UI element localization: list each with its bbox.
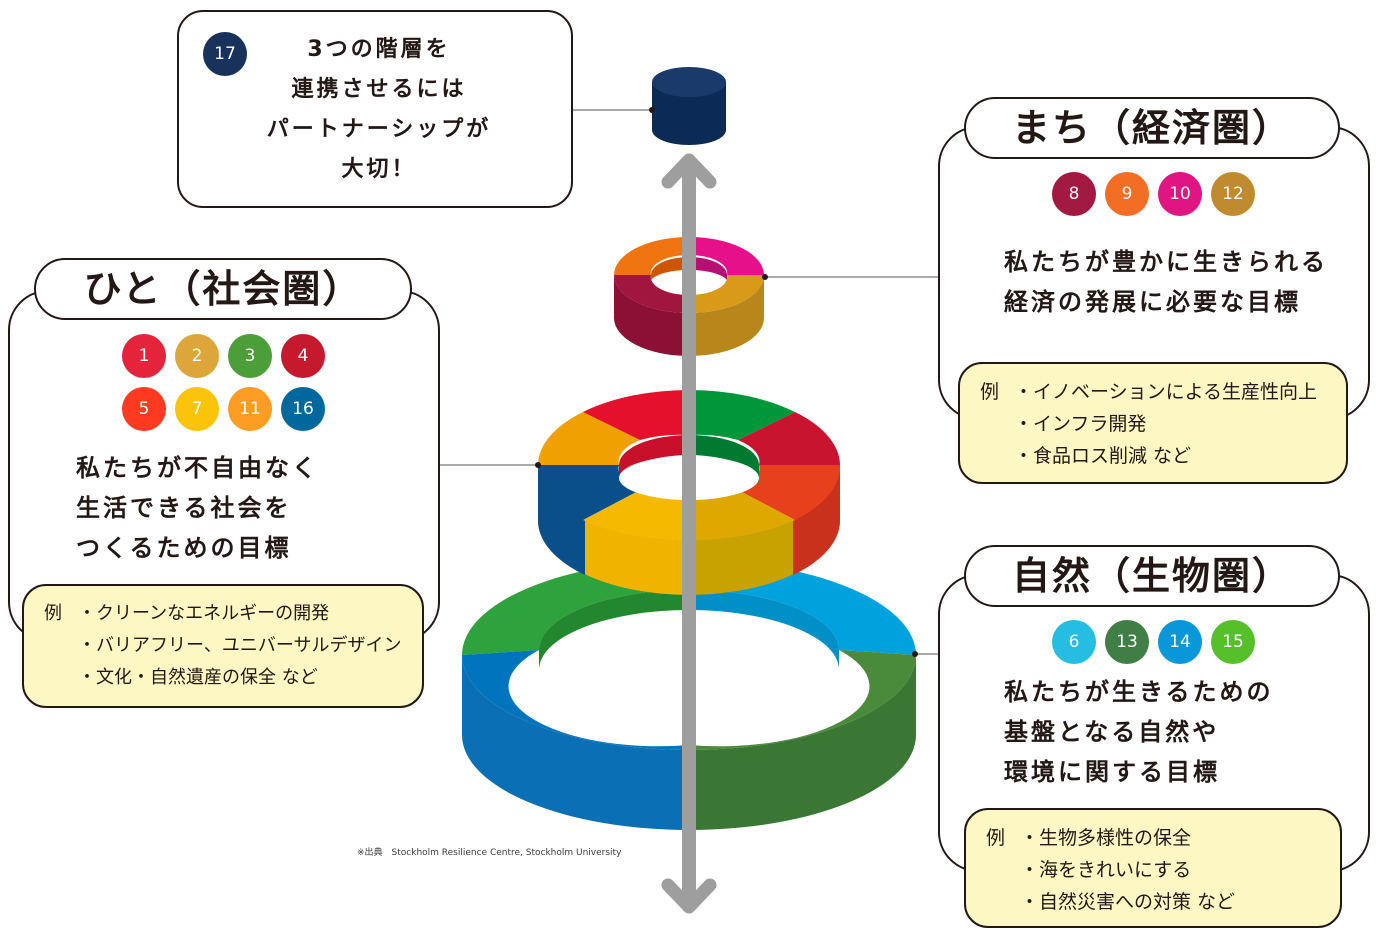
goal-badge-1: 1 — [122, 334, 166, 378]
society-example-3: ・文化・自然遺産の保全 など — [78, 667, 318, 688]
economy-heading: 私たちが豊かに生きられる 経済の発展に必要な目標 — [1004, 242, 1328, 322]
economy-title: まち（経済圏） — [964, 97, 1340, 159]
goal-badge-15: 15 — [1211, 620, 1255, 664]
goal-badge-12: 12 — [1211, 172, 1255, 216]
goal-badge-9: 9 — [1105, 172, 1149, 216]
biosphere-heading-line-1: 私たちが生きるための — [1004, 678, 1274, 706]
partnership-box: 17 3つの階層を 連携させるには パートナーシップが 大切！ — [177, 10, 573, 208]
partnership-line-3: パートナーシップが — [266, 117, 492, 142]
economy-ring — [614, 237, 764, 356]
goal-badge-6: 6 — [1052, 620, 1096, 664]
goal-badge-14: 14 — [1158, 620, 1202, 664]
goal-badge-11: 11 — [228, 387, 272, 431]
economy-examples: 例・イノベーションによる生産性向上 ・インフラ開発 ・食品ロス削減 など — [958, 362, 1348, 484]
society-examples: 例・クリーンなエネルギーの開発 ・バリアフリー、ユニバーサルデザイン ・文化・自… — [22, 584, 424, 708]
goal-badge-3: 3 — [228, 334, 272, 378]
source-note: ※出典 Stockholm Resilience Centre, Stockho… — [357, 848, 622, 858]
goal-badge-7: 7 — [175, 387, 219, 431]
society-example-1: ・クリーンなエネルギーの開発 — [78, 603, 330, 624]
society-title: ひと（社会圏） — [34, 258, 412, 320]
biosphere-title: 自然（生物圏） — [964, 545, 1340, 607]
society-heading-line-2: 生活できる社会を — [76, 494, 292, 522]
partnership-text: 3つの階層を 連携させるには パートナーシップが 大切！ — [229, 30, 529, 190]
partnership-cylinder — [652, 67, 726, 145]
society-heading-line-1: 私たちが不自由なく — [76, 454, 319, 482]
goal-badge-16: 16 — [281, 387, 325, 431]
society-panel — [8, 290, 440, 642]
goal-badge-17: 17 — [203, 32, 247, 76]
biosphere-heading-line-2: 基盤となる自然や — [1004, 718, 1220, 746]
biosphere-example-1: ・生物多様性の保全 — [1020, 827, 1192, 849]
biosphere-heading: 私たちが生きるための 基盤となる自然や 環境に関する目標 — [1004, 672, 1274, 792]
biosphere-example-3: ・自然災害への対策 など — [1020, 891, 1236, 913]
society-heading-line-3: つくるための目標 — [76, 534, 292, 562]
biosphere-heading-line-3: 環境に関する目標 — [1004, 758, 1220, 786]
goal-badge-8: 8 — [1052, 172, 1096, 216]
biosphere-examples-label: 例 — [986, 827, 1006, 849]
economy-example-1: ・イノベーションによる生産性向上 — [1014, 381, 1318, 403]
society-examples-label: 例 — [44, 603, 62, 624]
partnership-line-2: 連携させるには — [291, 77, 467, 102]
goal-badge-13: 13 — [1105, 620, 1149, 664]
vertical-axis-arrow — [661, 153, 717, 914]
biosphere-example-2: ・海をきれいにする — [1020, 859, 1192, 881]
economy-examples-label: 例 — [980, 381, 1000, 403]
society-example-2: ・バリアフリー、ユニバーサルデザイン — [78, 635, 402, 656]
partnership-line-4: 大切！ — [341, 157, 417, 182]
goal-badge-4: 4 — [281, 334, 325, 378]
partnership-line-1: 3つの階層を — [307, 37, 451, 62]
economy-example-3: ・食品ロス削減 など — [1014, 445, 1192, 467]
goal-badge-5: 5 — [122, 387, 166, 431]
economy-heading-line-1: 私たちが豊かに生きられる — [1004, 248, 1328, 276]
goal-badge-10: 10 — [1158, 172, 1202, 216]
economy-example-2: ・インフラ開発 — [1014, 413, 1147, 435]
goal-badge-2: 2 — [175, 334, 219, 378]
society-ring — [537, 390, 841, 595]
biosphere-examples: 例・生物多様性の保全 ・海をきれいにする ・自然災害への対策 など — [964, 808, 1342, 928]
society-heading: 私たちが不自由なく 生活できる社会を つくるための目標 — [76, 448, 319, 568]
economy-heading-line-2: 経済の発展に必要な目標 — [1004, 288, 1301, 316]
